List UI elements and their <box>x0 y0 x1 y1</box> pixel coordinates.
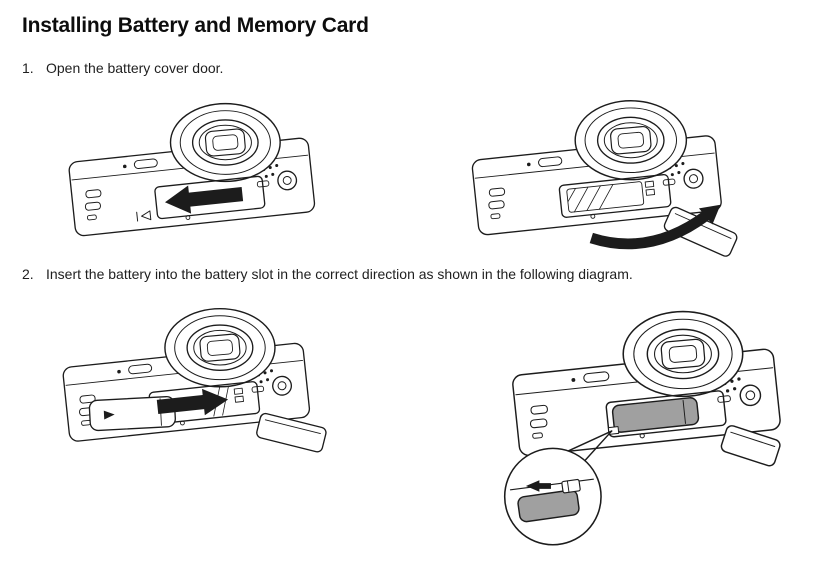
step-1-text: Open the battery cover door. <box>46 60 224 76</box>
battery-latch-zoomed <box>561 478 581 494</box>
figure-insert-battery <box>46 298 330 470</box>
figure-battery-seated-magnifier <box>470 300 788 547</box>
figure-battery-door-open <box>455 90 742 260</box>
camera-battery-seated-illustration <box>503 310 782 546</box>
battery-zoomed <box>517 489 580 523</box>
step-2-text: Insert the battery into the battery slot… <box>46 266 633 282</box>
step-2: 2. Insert the battery into the battery s… <box>22 266 633 282</box>
magnifier-circle <box>503 447 602 546</box>
battery-polarity-mark <box>103 410 115 420</box>
battery-contacts <box>233 387 244 395</box>
battery-compartment-opening <box>605 390 727 438</box>
camera-body <box>67 102 317 238</box>
door-swing-arrowhead-icon <box>698 204 721 225</box>
page-title: Installing Battery and Memory Card <box>22 14 369 37</box>
camera-insert-battery-illustration <box>61 307 327 453</box>
step-2-number: 2. <box>22 266 34 282</box>
battery-door-flap <box>720 425 781 467</box>
battery-contacts <box>644 180 655 188</box>
battery-compartment-opening <box>558 173 672 218</box>
battery-door-closed <box>154 175 266 220</box>
battery-door-flap <box>256 412 327 453</box>
battery-slot <box>566 181 645 213</box>
latch-release-icon <box>141 210 152 221</box>
camera-slide-door-illustration <box>67 102 317 238</box>
insert-direction-arrow-icon <box>156 388 229 416</box>
slide-direction-arrow-icon <box>164 185 244 214</box>
door-swing-arrow-icon <box>589 211 710 250</box>
latch-push-arrow-icon <box>525 480 551 492</box>
battery-seated <box>611 397 700 433</box>
figure-open-battery-door-slide <box>52 93 335 256</box>
camera-door-open-illustration <box>470 100 738 257</box>
step-1: 1. Open the battery cover door. <box>22 60 223 76</box>
step-1-number: 1. <box>22 60 34 76</box>
